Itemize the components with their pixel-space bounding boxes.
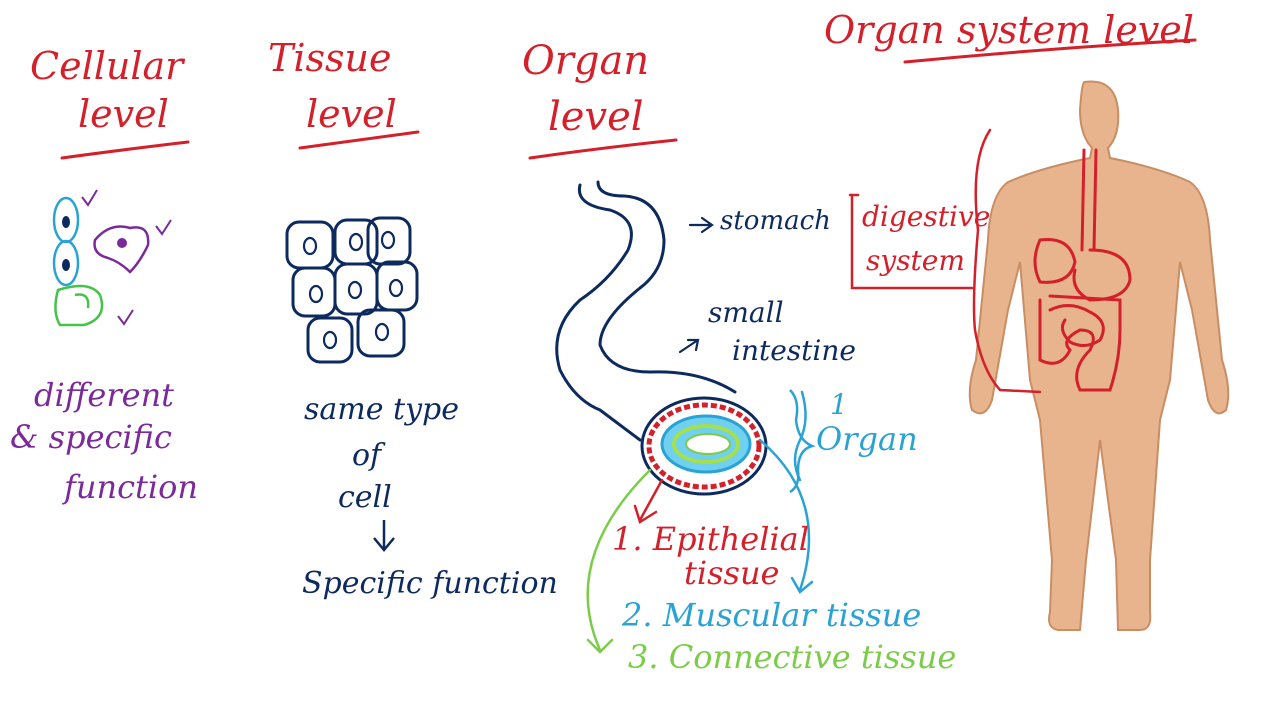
tissue-underline	[298, 130, 420, 150]
cellular-note-line3: function	[64, 468, 198, 506]
one-organ-label: Organ	[816, 420, 918, 458]
heading-organ: Organ	[522, 38, 650, 84]
tissue-note-line4: Specific function	[302, 566, 558, 601]
small-intestine-label-2: intestine	[732, 334, 856, 367]
digestive-system-drawing	[1033, 148, 1132, 392]
small-intestine-label-1: small	[708, 296, 784, 329]
human-body	[968, 80, 1230, 631]
digestive-label-1: digestive	[862, 200, 991, 233]
connective-tissue-label: 3. Connective tissue	[628, 638, 957, 676]
cellular-note-line2: & specific	[10, 418, 172, 456]
muscular-tissue-label: 2. Muscular tissue	[622, 596, 922, 634]
tissue-note-line3: cell	[338, 480, 392, 515]
cellular-note-line1: different	[34, 376, 175, 414]
digestive-bracket	[848, 128, 1042, 394]
organ-underline	[528, 138, 678, 160]
organ-system-underline	[903, 38, 1197, 64]
tissue-note-line2: of	[352, 438, 382, 473]
stomach-drawing	[555, 180, 737, 442]
organ-cross-section	[640, 396, 768, 496]
epithelial-tissue-label-2: tissue	[684, 554, 780, 592]
cellular-underline	[60, 140, 190, 160]
heading-cellular: Cellular	[30, 44, 184, 88]
heading-organ-system: Organ system level	[824, 8, 1194, 52]
stomach-label: stomach	[720, 206, 831, 236]
epithelial-tissue-label-1: 1. Epithelial	[612, 520, 809, 558]
heading-tissue: Tissue	[268, 36, 392, 80]
heading-tissue-level: level	[306, 92, 397, 136]
cell-drawings	[52, 189, 172, 327]
tissue-arrows	[586, 390, 814, 654]
heading-organ-level: level	[548, 94, 644, 140]
organ-brace	[789, 389, 816, 494]
tissue-note-line1: same type	[304, 392, 459, 427]
heading-cellular-level: level	[78, 92, 169, 136]
one-organ-number: 1	[830, 388, 848, 421]
tissue-cell-grid	[285, 216, 419, 552]
digestive-label-2: system	[866, 244, 965, 277]
